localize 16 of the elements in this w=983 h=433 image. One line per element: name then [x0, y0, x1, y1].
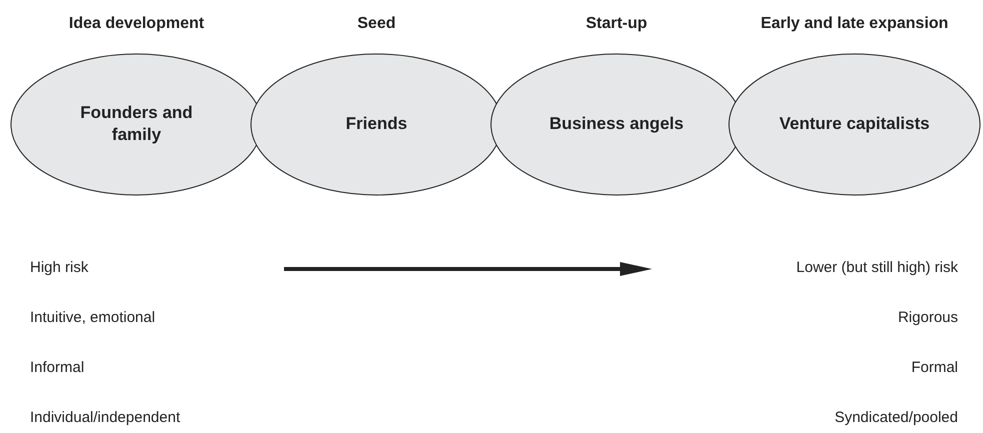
stage-heading: Seed [356, 14, 397, 34]
node-label: Venture capitalists [778, 113, 931, 135]
attribute-text: Syndicated/pooled [834, 408, 958, 428]
stage-heading: Start-up [584, 14, 648, 34]
attribute-text: Individual/independent [30, 408, 180, 428]
node-label: Business angels [548, 113, 685, 135]
stage-heading: Idea development [68, 14, 206, 34]
attribute-text: Lower (but still high) risk [796, 258, 958, 278]
node-label: Friends [344, 113, 408, 135]
attribute-text: Rigorous [898, 308, 958, 328]
attribute-text: Informal [30, 358, 84, 378]
attribute-text: Intuitive, emotional [30, 308, 156, 328]
attribute-text: Formal [911, 358, 958, 378]
node-label: Founders and family [79, 102, 194, 146]
stage-heading: Early and late expansion [760, 14, 950, 34]
attribute-text: High risk [30, 258, 88, 278]
